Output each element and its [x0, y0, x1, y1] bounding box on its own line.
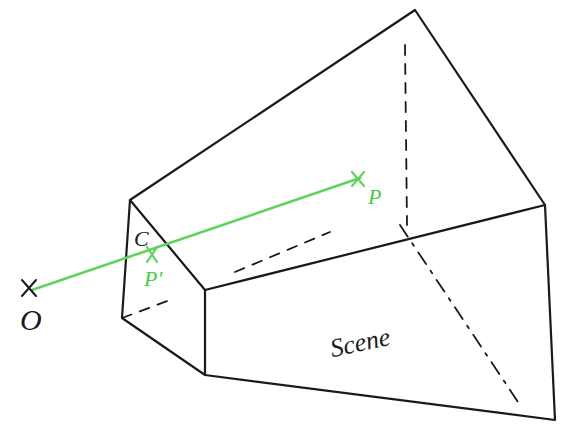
point-label: C	[134, 228, 149, 250]
projection-ray	[32, 178, 360, 290]
point-mark	[22, 280, 36, 296]
hidden-edge	[122, 45, 407, 318]
near-plane	[122, 200, 205, 375]
frustum-edge	[130, 10, 555, 420]
hidden-edge	[400, 225, 520, 405]
point-label: P'	[144, 268, 162, 290]
point-mark	[352, 172, 364, 186]
region-label: Scene	[328, 324, 393, 362]
frustum-edge	[205, 205, 545, 290]
point-label: P	[368, 186, 381, 208]
point-label: O	[20, 305, 42, 335]
